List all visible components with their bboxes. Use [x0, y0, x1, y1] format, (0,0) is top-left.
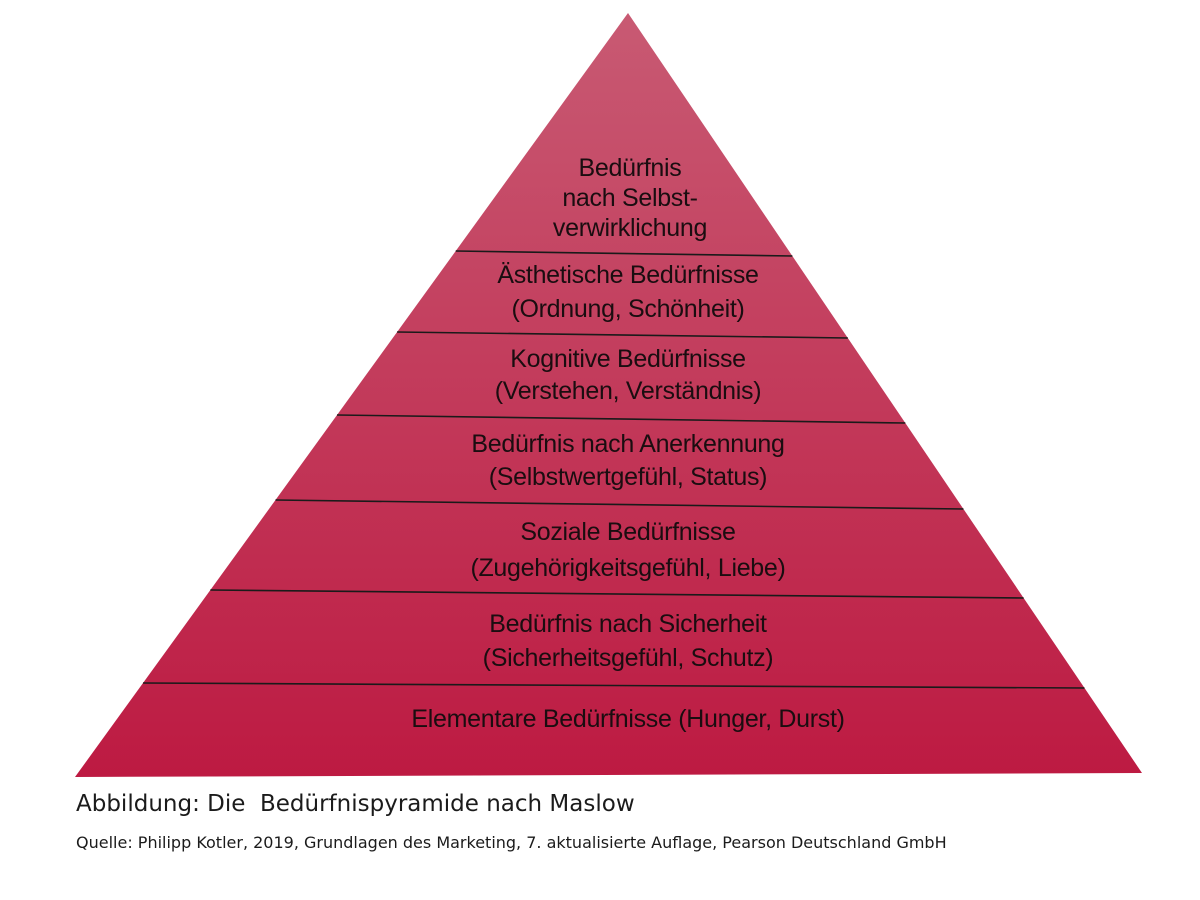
pyramid-level-6: Bedürfnis nach Sicherheit (Sicherheitsgef… — [483, 610, 774, 672]
level-7-line-1: Elementare Bedürfnisse (Hunger, Durst) — [411, 705, 844, 733]
pyramid-level-2: Ästhetische Bedürfnisse (Ordnung, Schönhe… — [497, 261, 759, 323]
pyramid-body — [75, 13, 1142, 777]
level-divider-2 — [397, 331, 848, 339]
pyramid-level-3: Kognitive Bedürfnisse (Verstehen, Verstän… — [495, 345, 762, 405]
level-5-line-1: Soziale Bedürfnisse — [520, 518, 735, 546]
level-5-line-2: (Zugehörigkeitsgefühl, Liebe) — [470, 554, 785, 582]
level-divider-3 — [337, 414, 906, 424]
level-4-line-2: (Selbstwertgefühl, Status) — [489, 463, 767, 491]
pyramid-level-5: Soziale Bedürfnisse (Zugehörigkeitsgefühl… — [470, 518, 785, 582]
level-divider-6 — [143, 682, 1085, 689]
level-dividers — [143, 250, 1085, 689]
pyramid-level-7: Elementare Bedürfnisse (Hunger, Durst) — [411, 705, 845, 733]
level-1-line-2: nach Selbst- — [562, 184, 697, 212]
level-2-line-1: Ästhetische Bedürfnisse — [497, 261, 758, 289]
level-divider-5 — [210, 589, 1024, 599]
level-divider-4 — [275, 499, 964, 510]
level-1-line-3: verwirklichung — [553, 214, 707, 242]
level-divider-1 — [455, 250, 793, 257]
level-4-line-1: Bedürfnis nach Anerkennung — [471, 430, 784, 458]
level-6-line-2: (Sicherheitsgefühl, Schutz) — [483, 644, 774, 672]
level-1-line-1: Bedürfnis — [579, 154, 682, 182]
level-6-line-1: Bedürfnis nach Sicherheit — [489, 610, 767, 638]
figure-source: Quelle: Philipp Kotler, 2019, Grundlagen… — [76, 833, 947, 852]
level-2-line-2: (Ordnung, Schönheit) — [511, 295, 744, 323]
level-3-line-1: Kognitive Bedürfnisse — [510, 345, 746, 373]
pyramid-level-4: Bedürfnis nach Anerkennung (Selbstwertgef… — [471, 430, 785, 491]
figure-caption: Abbildung: Die Bedürfnispyramide nach Ma… — [76, 791, 635, 817]
level-3-line-2: (Verstehen, Verständnis) — [495, 377, 762, 405]
